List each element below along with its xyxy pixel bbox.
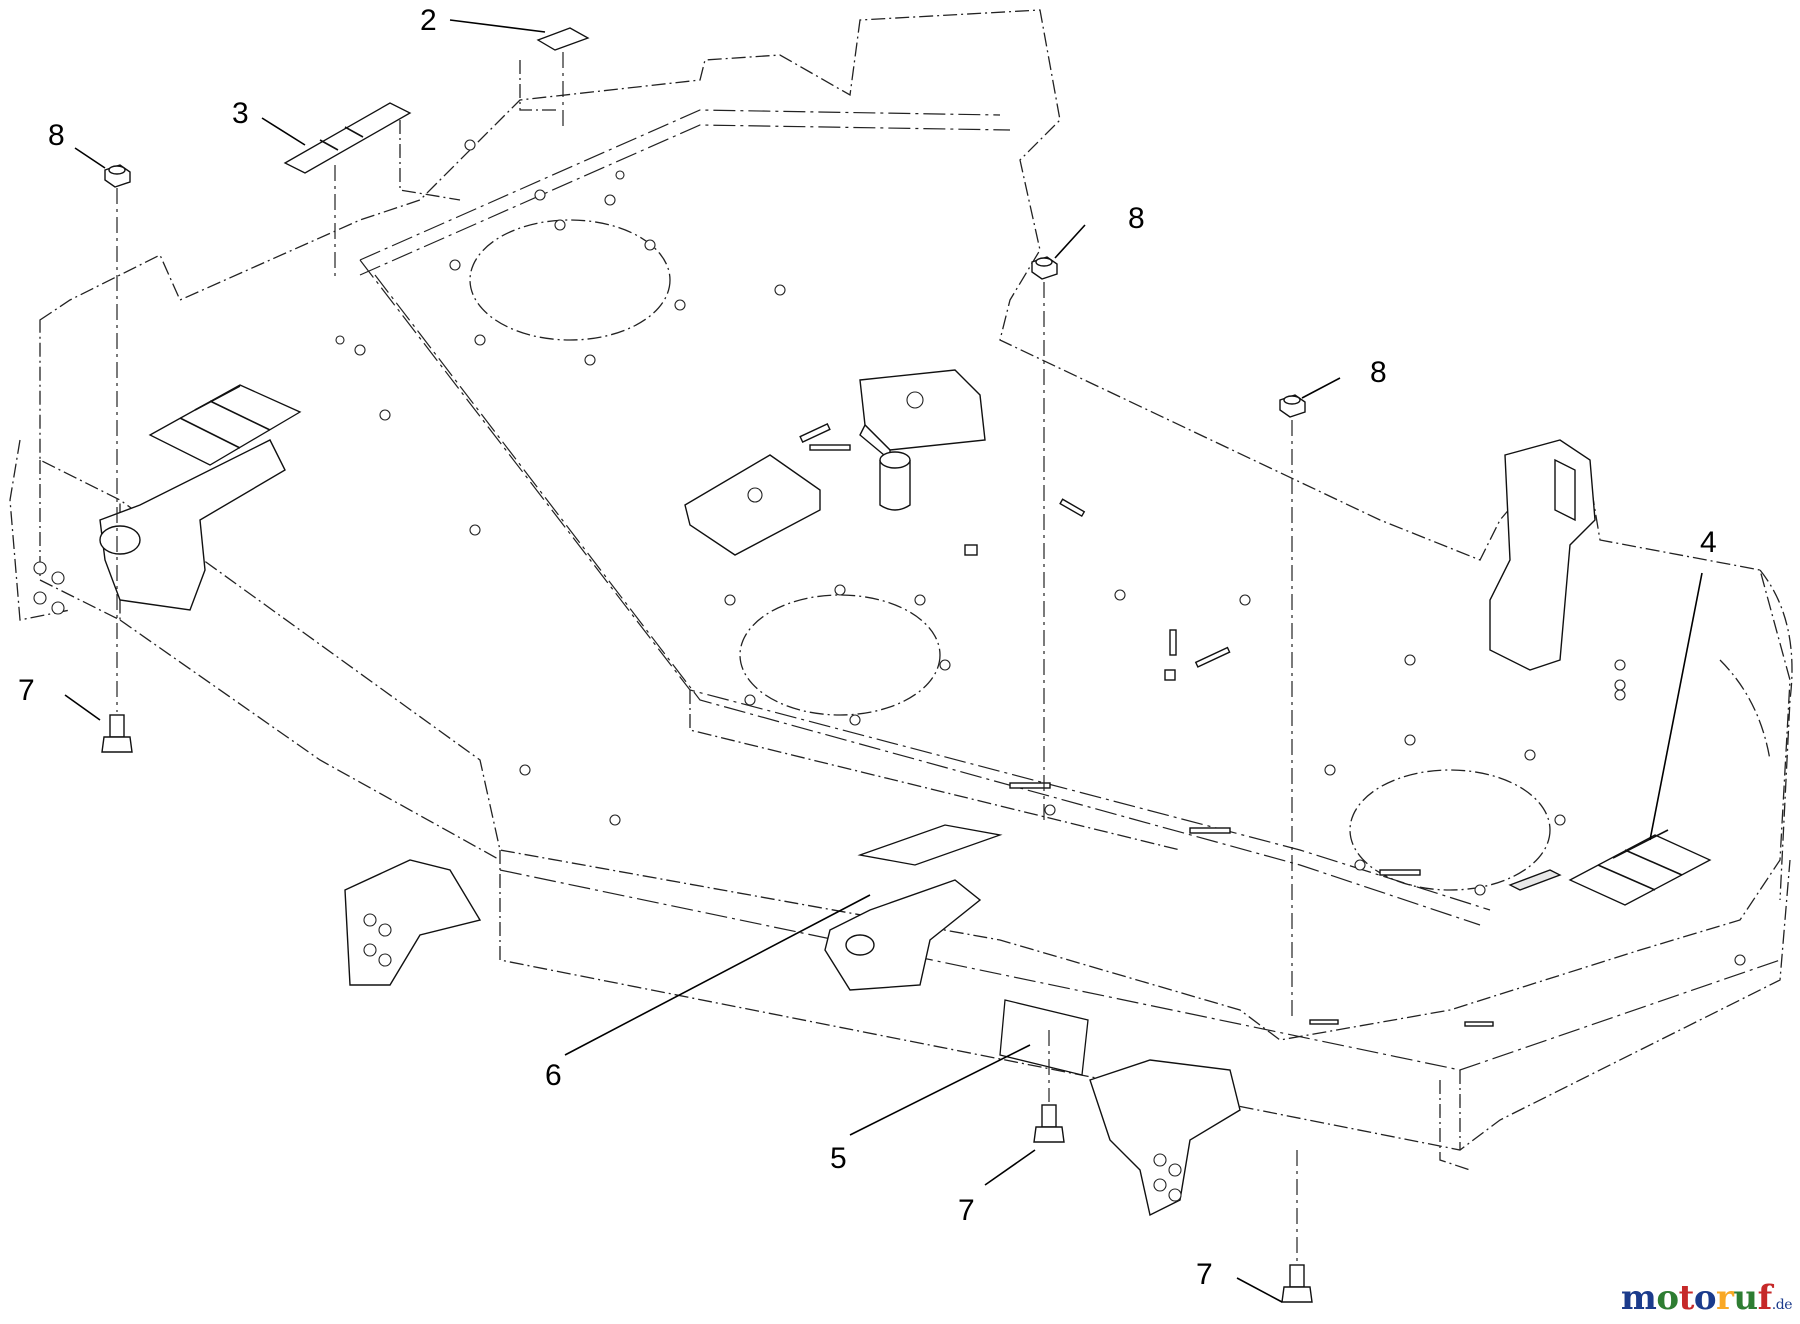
left-rear-guard — [399, 60, 560, 201]
decal-6 — [857, 824, 1003, 866]
decal-4 — [1508, 829, 1712, 906]
blade-openings — [469, 219, 1551, 891]
flange-nut-8-left — [104, 164, 131, 188]
watermark-letter: r — [1716, 1278, 1734, 1318]
callout-2: 2 — [420, 4, 437, 37]
watermark-letter: m — [1620, 1278, 1657, 1318]
callout-3: 3 — [232, 97, 249, 130]
callout-4: 4 — [1700, 526, 1717, 559]
callout-7-center: 7 — [958, 1194, 975, 1227]
leader-lines — [64, 19, 1703, 1303]
callout-8-left: 8 — [48, 119, 65, 152]
decal-2 — [536, 27, 590, 51]
flange-nut-8-center — [1031, 256, 1058, 280]
spindle-brackets — [684, 369, 986, 556]
assembly-axes — [116, 52, 1298, 1262]
bolt-7-left — [101, 714, 133, 753]
callout-8-right: 8 — [1370, 356, 1387, 389]
decal-5 — [999, 999, 1089, 1076]
callout-6: 6 — [545, 1059, 562, 1092]
bolt-7-right — [1281, 1264, 1313, 1303]
callout-5: 5 — [830, 1142, 847, 1175]
right-rear-bracket — [1489, 439, 1596, 671]
mower-deck — [9, 9, 1793, 1171]
watermark-text: motoruf — [1621, 1278, 1772, 1318]
watermark-letter: t — [1678, 1278, 1695, 1318]
left-rear-bracket — [33, 439, 286, 615]
watermark-letter: o — [1693, 1278, 1717, 1318]
watermark-letter: u — [1733, 1278, 1758, 1318]
callout-7-right: 7 — [1196, 1258, 1213, 1291]
watermark-letter: o — [1656, 1278, 1679, 1318]
callout-labels: 2 3 8 8 8 7 4 6 5 7 7 — [18, 4, 1717, 1291]
watermark-suffix: .de — [1771, 1297, 1793, 1313]
callout-7-left: 7 — [18, 674, 35, 707]
watermark-letter: f — [1757, 1278, 1773, 1318]
front-brackets — [344, 859, 1241, 1217]
decal-4-left — [148, 384, 302, 466]
slots — [799, 423, 1494, 1027]
bolt-7-center — [1033, 1104, 1065, 1143]
decal-3 — [283, 102, 412, 174]
watermark-logo: motoruf.de — [1621, 1278, 1793, 1318]
mounting-holes — [335, 139, 1746, 966]
callout-8-center: 8 — [1128, 202, 1145, 235]
flange-nut-8-right — [1279, 394, 1306, 418]
